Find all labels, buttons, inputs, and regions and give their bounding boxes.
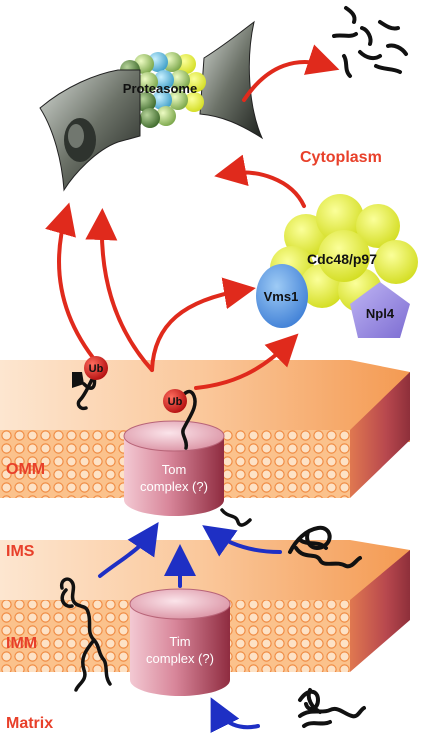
arrow-cdc48-to-proteasome [214,154,306,208]
tim-complex: Tim complex (?) [129,588,231,696]
proteasome: Proteasome [39,20,264,192]
omm-side-face [350,372,410,498]
cdc48-label: Cdc48/p97 [307,251,377,267]
misfolded-protein-ims [288,525,362,569]
misfolded-protein-matrix [298,688,366,728]
arrow-ub-to-proteasome [45,202,100,366]
degraded-peptides [332,6,408,78]
omm-label: OMM [6,461,45,478]
ubiquitin-left [84,356,108,380]
arrow-ims-to-tom-left [98,522,159,578]
npl4-label: Npl4 [366,306,395,321]
imm-label: IMM [6,635,37,652]
tom-label-line2: complex (?) [140,479,208,494]
cytoplasm-label: Cytoplasm [300,149,382,166]
vms1-label: Vms1 [264,289,299,304]
cdc48-p97-complex: Cdc48/p97 [270,194,418,312]
import-arrows [98,522,282,734]
ims-label: IMS [6,543,35,560]
tom-label-line1: Tom [162,462,187,477]
tim-label-line2: complex (?) [146,651,214,666]
omm-top-surface [0,360,410,442]
imm-top-surface [0,540,410,610]
arrow-matrix-to-tim [210,697,260,734]
arrow-omm-to-proteasome [85,208,154,372]
unfolded-protein-left [59,577,112,692]
tim-label-line1: Tim [169,634,190,649]
proteasome-label: Proteasome [123,81,197,96]
substrate-tail-tom [220,508,252,527]
proteasome-right-cap [199,20,264,140]
arrow-omm-to-vms1 [150,277,256,372]
ubiquitin-center [163,389,187,413]
imm-side-face [350,550,410,672]
ubiquitinated-protein-center: Ub [163,389,197,450]
ubiquitinated-protein-left: Ub [72,356,108,411]
tom-complex: Tom complex (?) [123,420,225,516]
arrow-proteasome-to-peptides [242,44,340,102]
matrix-label: Matrix [6,715,53,732]
arrow-tom-ub-to-cdc48 [194,333,299,390]
degradation-arrows [45,44,340,390]
npl4: Npl4 [350,282,410,338]
ub-center-label: Ub [168,396,183,408]
arrow-ims-to-tom-right [202,525,282,557]
vms1: Vms1 [256,264,308,328]
ub-left-label: Ub [89,363,104,375]
